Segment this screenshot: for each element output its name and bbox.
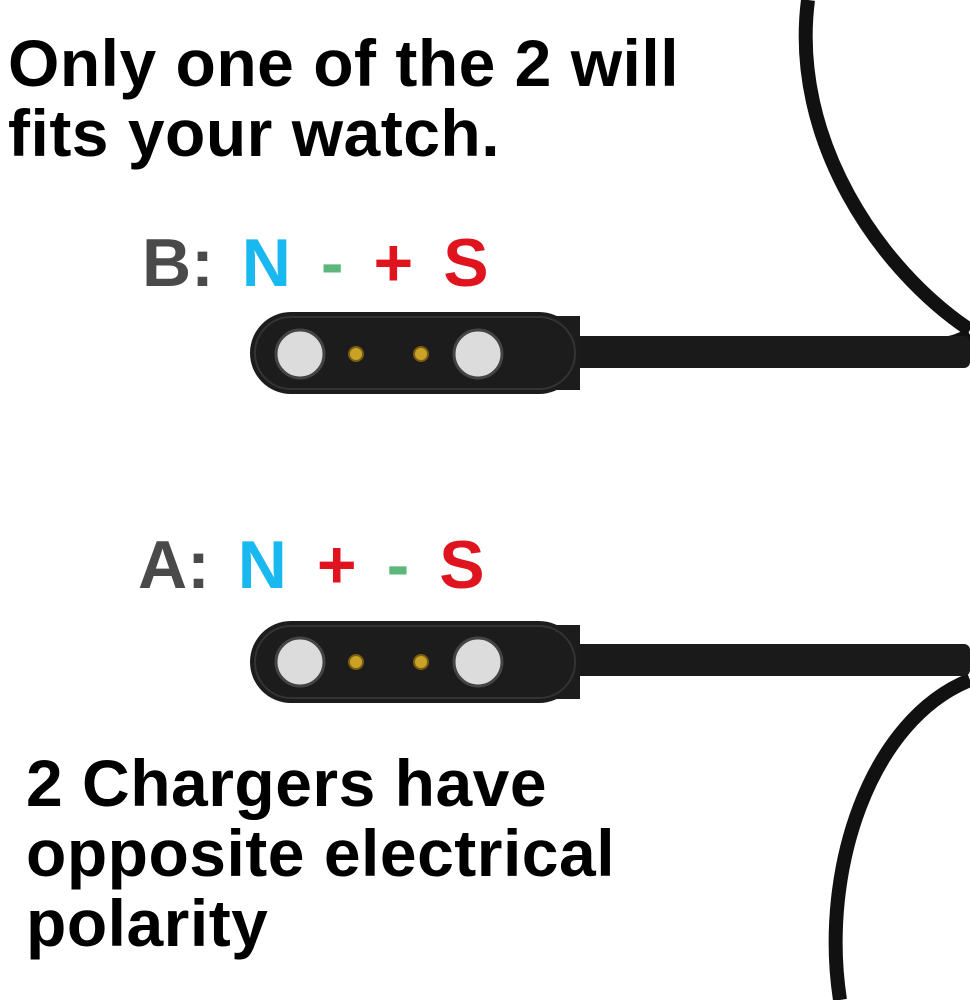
charger-a-magnet-s bbox=[452, 636, 504, 688]
charger-a-connector bbox=[250, 621, 970, 703]
charger-a-pole-2: + bbox=[316, 527, 357, 603]
charger-b-cable bbox=[570, 336, 970, 368]
charger-b-pole-3: + bbox=[373, 225, 414, 301]
charger-a-polarity-label: A: N +-S bbox=[138, 530, 485, 600]
charger-a-magnet-n bbox=[274, 636, 326, 688]
charger-a-pin-minus bbox=[413, 654, 429, 670]
charger-a-cable bbox=[570, 644, 970, 676]
footer-line-2: opposite electrical bbox=[26, 816, 616, 890]
footer-line-1: 2 Chargers have bbox=[26, 746, 548, 820]
charger-a-label: A: bbox=[138, 527, 210, 603]
headline-line-1: Only one of the 2 will bbox=[8, 26, 680, 100]
footer-text: 2 Chargers have opposite electrical pola… bbox=[26, 748, 615, 958]
charger-b-connector bbox=[250, 312, 970, 394]
charger-b-label: B: bbox=[142, 225, 214, 301]
charger-a-pole-3: - bbox=[386, 527, 410, 603]
charger-b-pin-minus bbox=[348, 346, 364, 362]
charger-b-magnet-n bbox=[274, 328, 326, 380]
charger-a-pole-4: S bbox=[439, 527, 485, 603]
headline: Only one of the 2 will fits your watch. bbox=[8, 28, 679, 168]
charger-a-pole-1: N bbox=[237, 527, 287, 603]
charger-b-pole-4: S bbox=[443, 225, 489, 301]
charger-a-pin-plus bbox=[348, 654, 364, 670]
footer-line-3: polarity bbox=[26, 886, 269, 960]
cable-loop-top bbox=[798, 0, 970, 336]
headline-line-2: fits your watch. bbox=[8, 96, 501, 170]
cable-loop-bottom bbox=[828, 673, 970, 1000]
charger-b-polarity-label: B: N-+ S bbox=[142, 228, 489, 298]
charger-b-pin-plus bbox=[413, 346, 429, 362]
charger-b-pole-1: N bbox=[241, 225, 291, 301]
charger-b-magnet-s bbox=[452, 328, 504, 380]
charger-b-pole-2: - bbox=[320, 225, 344, 301]
